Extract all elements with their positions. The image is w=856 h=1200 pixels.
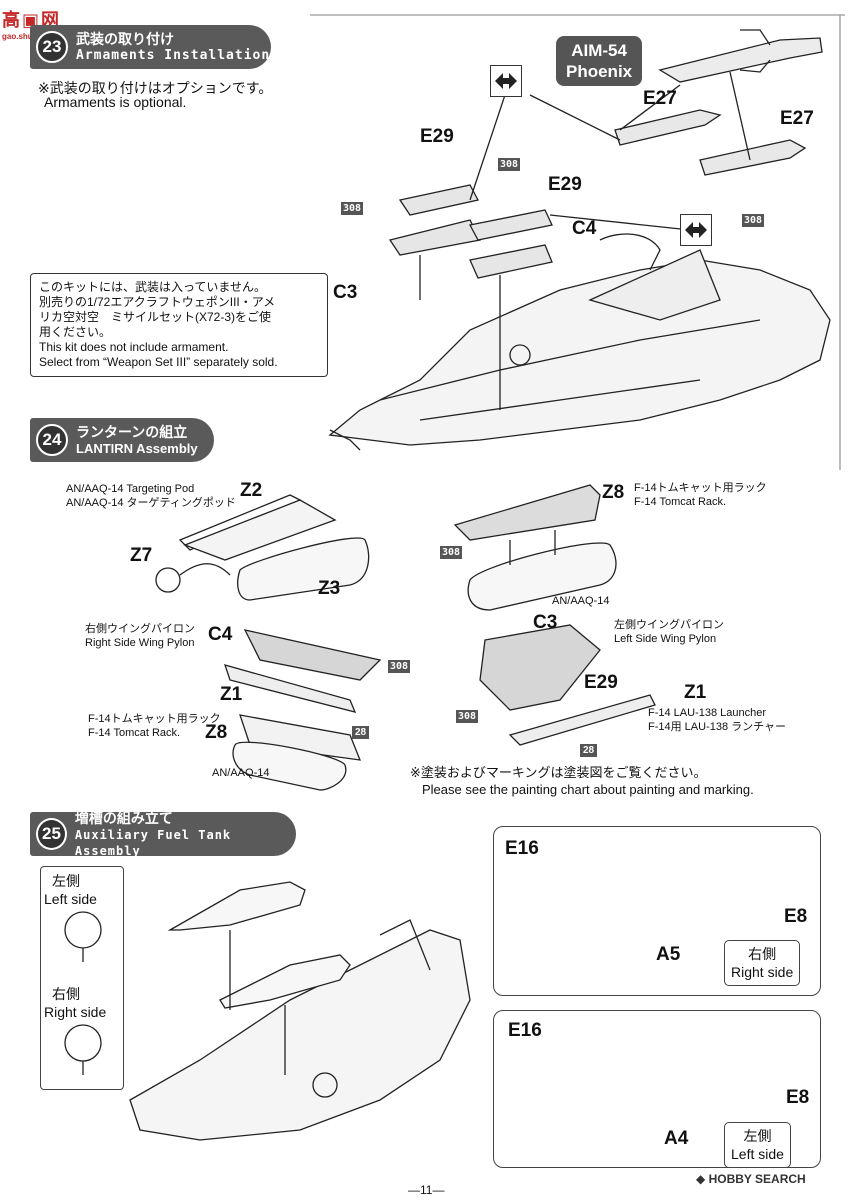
painting-note-en: Please see the painting chart about pain… [422,782,754,797]
part-label-z7: Z7 [130,545,153,566]
left-side-jp: 左側 [52,873,80,889]
missile-name-line2: Phoenix [566,62,633,81]
paint-code-tag: 308 [388,660,411,673]
side-badge-jp: 左側 [743,1128,772,1144]
step-title-en: Armaments Installation [76,47,271,63]
right-side-en: Right side [44,1004,107,1020]
rack-jp: F-14トムキャット用ラック [88,713,221,725]
anaaq-label: AN/AAQ-14 [212,767,270,779]
part-label-e8: E8 [784,906,808,927]
left-side-caption: 左側 Left side [44,872,97,908]
step-title-en: LANTIRN Assembly [76,440,198,456]
part-label-e27: E27 [780,108,814,129]
side-badge-en: Left side [731,1146,784,1162]
part-label-e29: E29 [584,672,618,693]
right-side-jp: 右側 [52,986,80,1002]
step-title-jp: 武装の取り付け [76,30,174,47]
part-label-a4: A4 [664,1128,689,1149]
launcher-en: F-14 LAU-138 Launcher [648,707,767,719]
right-pylon-label: 右側ウイングパイロン Right Side Wing Pylon [85,622,195,650]
launcher-jp: F-14用 LAU-138 ランチャー [648,721,787,733]
notice-jp-line: このキットには、武装は入っていません。 [39,280,267,294]
left-pylon-label: 左側ウイングパイロン Left Side Wing Pylon [614,618,724,646]
pod-jp: AN/AAQ-14 ターゲティングポッド [66,497,236,509]
painting-note-jp: ※塗装およびマーキングは塗装図をご覧ください。 [410,765,707,780]
part-label-e29: E29 [548,174,582,195]
right-pylon-en: Right Side Wing Pylon [85,637,195,649]
notice-jp-line: リカ空対空 ミサイルセット(X72-3)をご使 [39,310,272,324]
missile-name-badge: AIM-54 Phoenix [556,36,643,86]
step-title-en: Auxiliary Fuel Tank Assembly [74,827,232,858]
side-badge: 左側 Left side [724,1122,791,1168]
part-label-z8: Z8 [205,722,228,743]
part-label-e8: E8 [786,1087,810,1108]
rack-en: F-14 Tomcat Rack. [634,496,727,508]
targeting-pod-label: AN/AAQ-14 Targeting Pod AN/AAQ-14 ターゲティン… [66,482,236,510]
part-label-z8: Z8 [602,482,625,503]
side-badge-jp: 右側 [748,946,777,962]
step-number: 25 [36,818,67,850]
paint-code-tag: 308 [742,214,765,227]
step-24-header: 24 ランターンの組立 LANTIRN Assembly [30,418,214,462]
part-label-e29: E29 [420,126,454,147]
missile-name-line1: AIM-54 [571,41,627,60]
optional-note-en: Armaments is optional. [44,94,187,110]
part-label-c4: C4 [572,218,597,239]
page-number: —11— [408,1183,445,1197]
side-indicator-frame [40,866,124,1090]
part-label-c3: C3 [533,612,558,633]
painting-note: ※塗装およびマーキングは塗装図をご覧ください。 Please see the p… [410,764,754,798]
part-label-c4: C4 [208,624,233,645]
anaaq-label: AN/AAQ-14 [552,595,610,607]
optional-note-jp: ※武装の取り付けはオプションです。 [38,80,273,96]
notice-jp-line: 別売りの1/72エアクラフトウェポンIII・アメ [39,295,276,309]
paint-code-tag: 308 [498,158,521,171]
part-label-z1: Z1 [684,682,707,703]
paint-code-tag: 28 [352,726,370,739]
part-label-z2: Z2 [240,480,263,501]
step-25-header: 25 増槽の組み立て Auxiliary Fuel Tank Assembly [30,809,296,858]
step-23-header: 23 武装の取り付け Armaments Installation [30,25,271,69]
part-label-a5: A5 [656,944,681,965]
notice-en-line: This kit does not include armament. [39,340,229,354]
part-label-e16: E16 [505,838,539,859]
tomcat-rack-label: F-14トムキャット用ラック F-14 Tomcat Rack. [634,481,767,509]
step-number: 23 [36,31,68,63]
left-pylon-jp: 左側ウイングパイロン [614,619,724,631]
pod-en: AN/AAQ-14 Targeting Pod [66,483,195,495]
side-badge-en: Right side [731,964,794,980]
right-pylon-jp: 右側ウイングパイロン [85,623,195,635]
paint-code-tag: 28 [580,744,598,757]
side-badge: 右側 Right side [724,940,801,986]
tomcat-rack-label: F-14トムキャット用ラック F-14 Tomcat Rack. [88,712,221,740]
launcher-label: F-14 LAU-138 Launcher F-14用 LAU-138 ランチャ… [648,706,786,734]
notice-jp-line: 用ください。 [39,325,112,339]
paint-code-tag: 308 [440,546,463,559]
left-side-en: Left side [44,891,97,907]
paint-code-tag: 308 [456,710,479,723]
left-pylon-en: Left Side Wing Pylon [614,633,717,645]
paint-code-tag: 308 [341,202,364,215]
notice-en-line: Select from “Weapon Set III” separately … [39,355,278,369]
hobbysearch-icon: ◆ [696,1172,709,1186]
double-arrow-icon [490,65,522,97]
rack-en: F-14 Tomcat Rack. [88,727,181,739]
step-title-jp: ランターンの組立 [76,423,188,440]
no-armament-notice: このキットには、武装は入っていません。 別売りの1/72エアクラフトウェポンII… [30,273,328,377]
hobbysearch-text: HOBBY SEARCH [708,1172,806,1186]
step-number: 24 [36,424,68,456]
part-label-z3: Z3 [318,578,341,599]
double-arrow-icon [680,214,712,246]
rack-jp: F-14トムキャット用ラック [634,482,767,494]
right-side-caption: 右側 Right side [44,985,106,1021]
part-label-e27: E27 [643,88,677,109]
part-label-c3: C3 [333,282,358,303]
part-label-z1: Z1 [220,684,243,705]
step-title-jp: 増槽の組み立て [74,809,173,826]
hobbysearch-watermark: ◆ HOBBY SEARCH [696,1172,806,1186]
watermark-site-text: gao.shuhui.cn [2,32,72,41]
part-label-e16: E16 [508,1020,542,1041]
